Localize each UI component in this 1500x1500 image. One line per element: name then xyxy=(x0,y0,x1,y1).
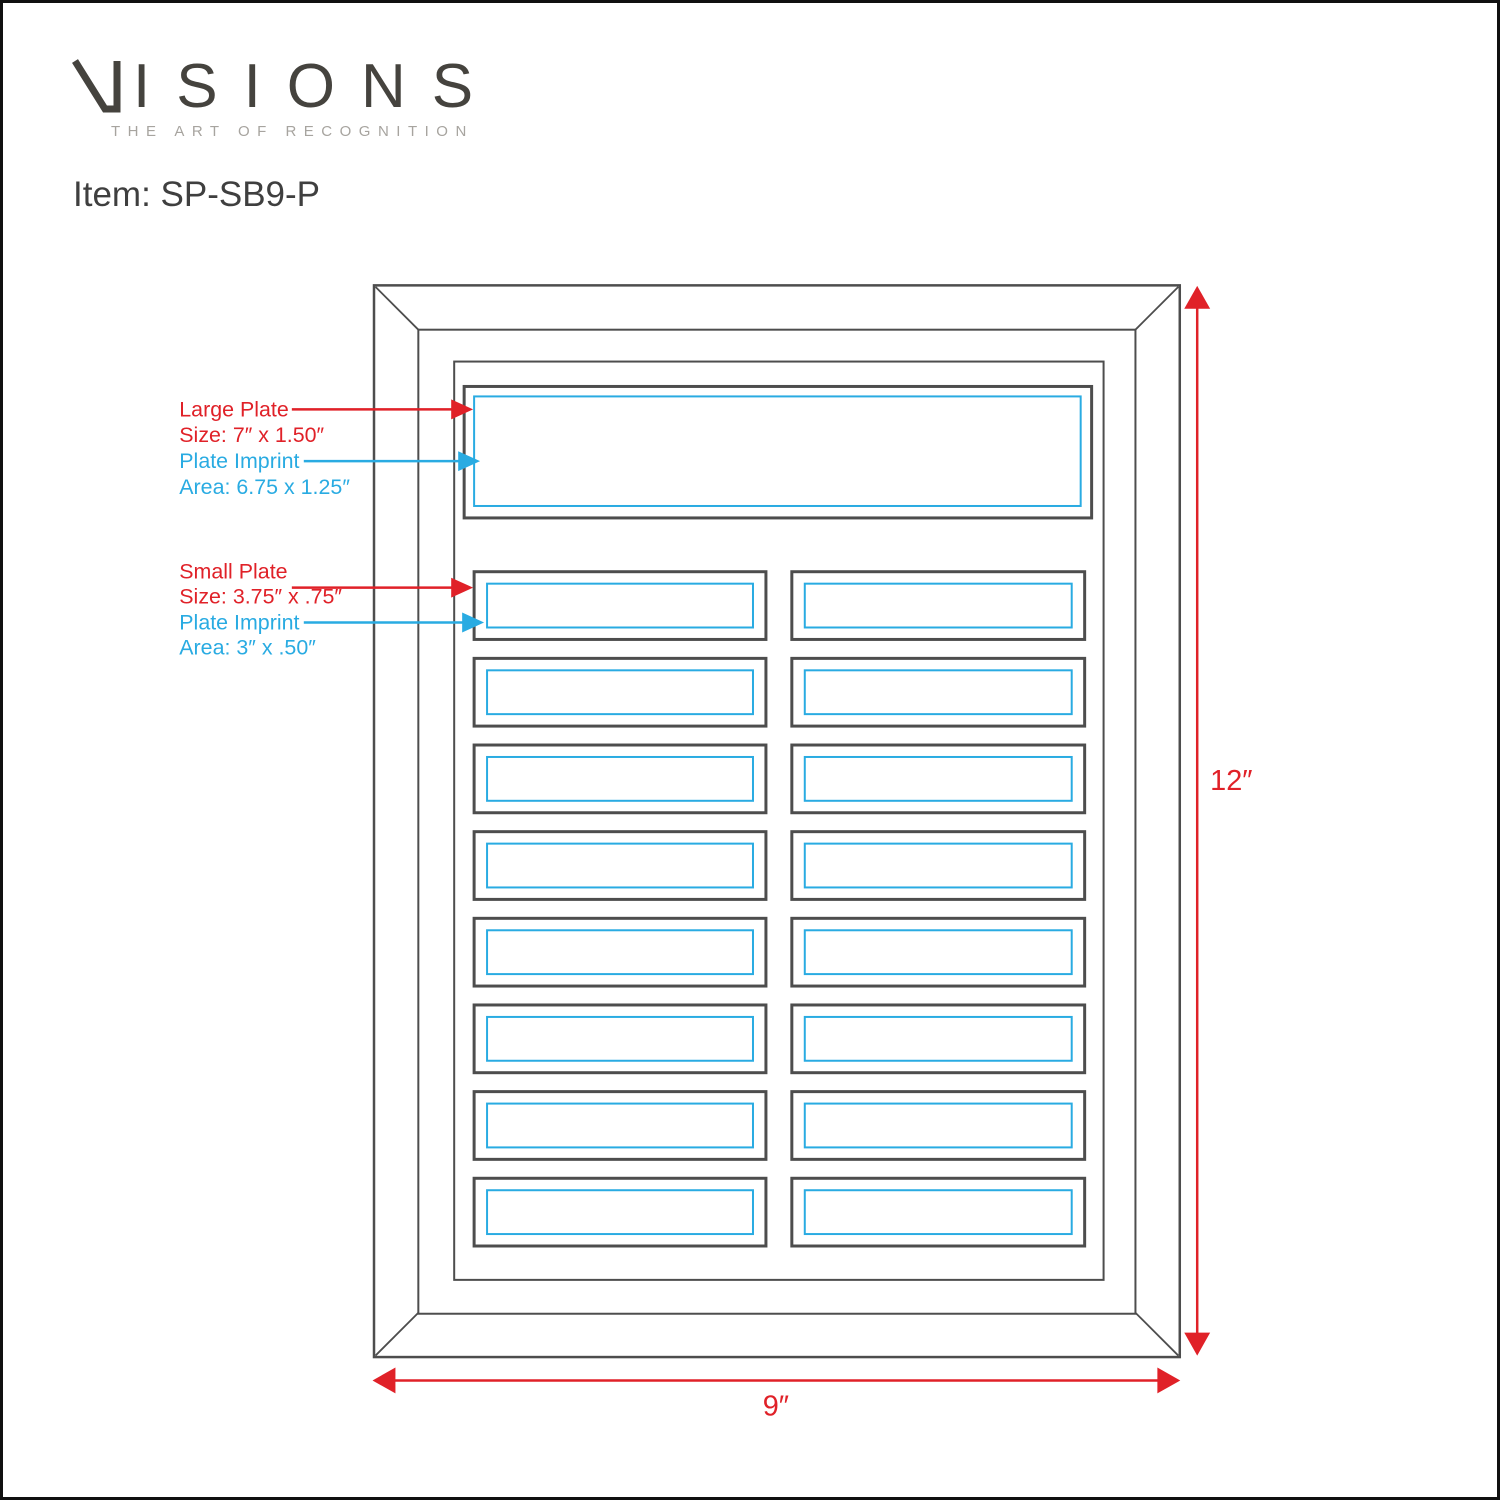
small-plate xyxy=(472,830,768,901)
large-plate-size: Size: 7″ x 1.50″ xyxy=(179,423,324,447)
small-plate xyxy=(790,743,1087,815)
small-plate-imprint-area xyxy=(486,1015,754,1062)
small-plate xyxy=(472,656,768,728)
brand-tagline: THE ART OF RECOGNITION xyxy=(111,123,474,140)
small-plate-imprint-label: Plate Imprint xyxy=(179,610,299,634)
small-plate-imprint-area xyxy=(803,1102,1073,1149)
height-dimension-arrow xyxy=(1184,285,1211,1356)
plaque-outer-frame xyxy=(372,284,1182,1359)
large-plate-imprint-label: Plate Imprint xyxy=(179,449,299,473)
plate-field xyxy=(453,360,1105,1281)
plaque-diagram: Large Plate Size: 7″ x 1.50″ Plate Impri… xyxy=(179,284,1252,1422)
large-imprint-pointer-arrow xyxy=(303,451,481,472)
small-plates-grid xyxy=(472,570,1087,1248)
small-plate-imprint-area xyxy=(486,842,754,889)
small-plate-imprint-area xyxy=(486,1102,754,1149)
small-plate-pointer-arrow xyxy=(291,577,474,598)
small-plate-imprint-area xyxy=(486,929,754,976)
small-plate xyxy=(790,1003,1087,1075)
small-plate-label: Small Plate xyxy=(179,560,287,584)
small-plate xyxy=(790,570,1087,641)
large-plate-imprint-area xyxy=(473,395,1082,507)
small-plate-imprint-area xyxy=(803,842,1073,889)
small-plate-imprint-area xyxy=(803,755,1073,802)
small-plate-imprint-area xyxy=(486,582,754,629)
small-plate xyxy=(472,1090,768,1161)
logo-text: ISIONS xyxy=(133,52,500,121)
small-plate xyxy=(472,1176,768,1248)
item-number: Item: SP-SB9-P xyxy=(73,175,321,214)
small-plate xyxy=(472,916,768,988)
width-dimension-label: 9″ xyxy=(763,1390,789,1422)
small-plate-imprint-area xyxy=(803,929,1073,976)
small-plate xyxy=(472,743,768,815)
plaque-inner-frame xyxy=(417,328,1137,1315)
logo-v-glyph xyxy=(72,59,121,113)
small-plate xyxy=(790,916,1087,988)
small-plate xyxy=(472,570,768,641)
small-plate-imprint-area xyxy=(803,669,1073,716)
small-plate-imprint-area xyxy=(803,1015,1073,1062)
small-plate xyxy=(472,1003,768,1075)
small-plate-imprint-area xyxy=(486,669,754,716)
header: ISIONS THE ART OF RECOGNITION xyxy=(71,52,500,140)
large-plate xyxy=(462,384,1094,520)
large-plate-annotation: Large Plate Size: 7″ x 1.50″ Plate Impri… xyxy=(179,397,350,499)
large-plate-pointer-arrow xyxy=(291,399,474,420)
small-plate xyxy=(790,830,1087,901)
small-plate-imprint-size: Area: 3″ x .50″ xyxy=(179,635,316,659)
small-plate-annotation: Small Plate Size: 3.75″ x .75″ Plate Imp… xyxy=(179,560,342,660)
small-plate-imprint-area xyxy=(486,755,754,802)
small-plate-size: Size: 3.75″ x .75″ xyxy=(179,585,342,609)
large-plate-label: Large Plate xyxy=(179,397,289,421)
small-plate xyxy=(790,1176,1087,1248)
small-plate-imprint-area xyxy=(803,582,1073,629)
visions-logo: ISIONS xyxy=(71,52,500,121)
small-plate-imprint-area xyxy=(486,1189,754,1236)
small-plate xyxy=(790,1090,1087,1161)
small-plate xyxy=(790,656,1087,728)
width-dimension-arrow xyxy=(372,1367,1181,1394)
frame-bevel-corners xyxy=(374,286,1179,1357)
large-plate-imprint-size: Area: 6.75 x 1.25″ xyxy=(179,475,350,499)
small-plate-imprint-area xyxy=(803,1189,1073,1236)
height-dimension-label: 12″ xyxy=(1210,765,1252,797)
small-imprint-pointer-arrow xyxy=(303,612,485,633)
